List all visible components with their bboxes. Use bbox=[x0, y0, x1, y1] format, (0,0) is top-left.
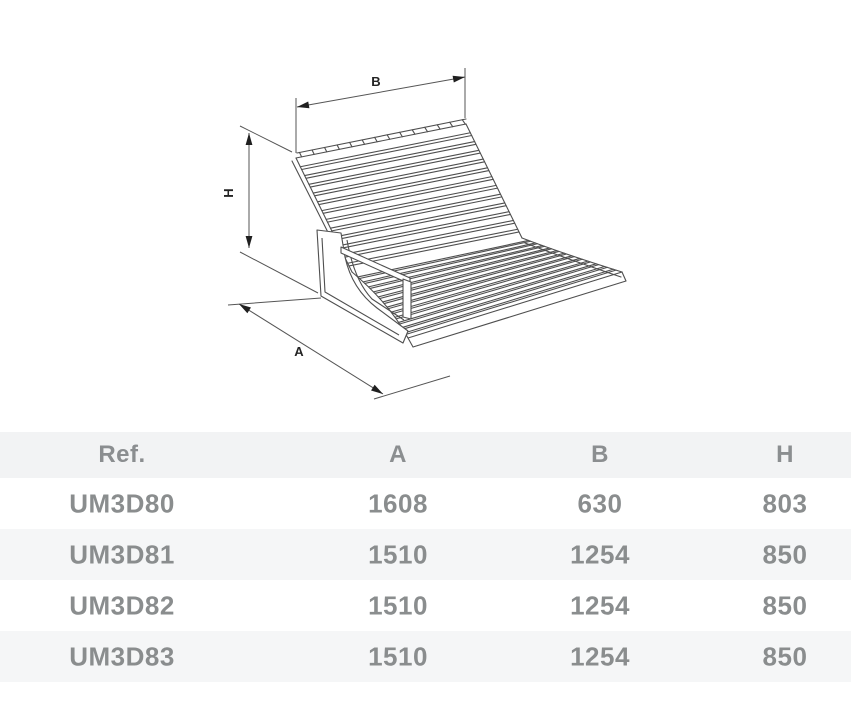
table-row: UM3D80 1608 630 803 bbox=[0, 478, 851, 529]
dimension-arrowheads bbox=[239, 75, 465, 394]
ref-cell: UM3D80 bbox=[69, 488, 175, 518]
armrest bbox=[340, 246, 412, 320]
seat-front-band bbox=[407, 271, 627, 348]
bench-technical-drawing: B H A bbox=[221, 68, 627, 400]
ref-cell: UM3D83 bbox=[69, 641, 175, 671]
b-cell: 1254 bbox=[570, 641, 630, 671]
a-cell: 1510 bbox=[368, 641, 428, 671]
backrest-right-edge bbox=[465, 123, 523, 239]
table-header-row: Ref. A B H bbox=[0, 432, 851, 478]
h-cell: 803 bbox=[762, 488, 808, 518]
dimension-b-extensions bbox=[295, 68, 466, 153]
b-cell: 1254 bbox=[570, 539, 630, 569]
dimension-a-line bbox=[238, 303, 384, 395]
side-leg-inner-line bbox=[321, 237, 400, 336]
column-header-b: B bbox=[591, 441, 609, 468]
seat-right-curve-edge bbox=[521, 237, 623, 278]
table-row: UM3D81 1510 1254 850 bbox=[0, 529, 851, 580]
armrest-post bbox=[402, 278, 412, 320]
h-cell: 850 bbox=[762, 590, 808, 620]
slats bbox=[298, 119, 617, 335]
table-row: UM3D83 1510 1254 850 bbox=[0, 631, 851, 682]
backrest-top-edge bbox=[295, 118, 467, 159]
dimension-h-extensions bbox=[239, 125, 319, 294]
a-cell: 1608 bbox=[368, 488, 428, 518]
dimension-label-a: A bbox=[294, 344, 304, 359]
b-cell: 630 bbox=[577, 488, 623, 518]
dimension-label-b: B bbox=[371, 74, 380, 89]
column-header-h: H bbox=[776, 441, 794, 468]
bench-surface bbox=[291, 118, 627, 348]
a-cell: 1510 bbox=[368, 539, 428, 569]
side-leg-inner-curve bbox=[346, 239, 405, 321]
dimensions-table: Ref. A B H UM3D80 1608 630 803 UM3D81 15… bbox=[0, 432, 851, 682]
dimension-b-line bbox=[296, 76, 466, 108]
b-cell: 1254 bbox=[570, 590, 630, 620]
column-header-a: A bbox=[389, 441, 407, 468]
h-cell: 850 bbox=[762, 539, 808, 569]
dimension-lines bbox=[227, 68, 466, 400]
ref-cell: UM3D82 bbox=[69, 590, 175, 620]
h-cell: 850 bbox=[762, 641, 808, 671]
column-header-ref: Ref. bbox=[98, 441, 146, 468]
a-cell: 1510 bbox=[368, 590, 428, 620]
side-leg bbox=[316, 229, 409, 344]
dimension-label-h: H bbox=[221, 188, 236, 197]
dimension-a-extensions bbox=[227, 297, 451, 400]
ref-cell: UM3D81 bbox=[69, 539, 175, 569]
table-row: UM3D82 1510 1254 850 bbox=[0, 580, 851, 631]
side-leg-panel bbox=[316, 229, 409, 344]
